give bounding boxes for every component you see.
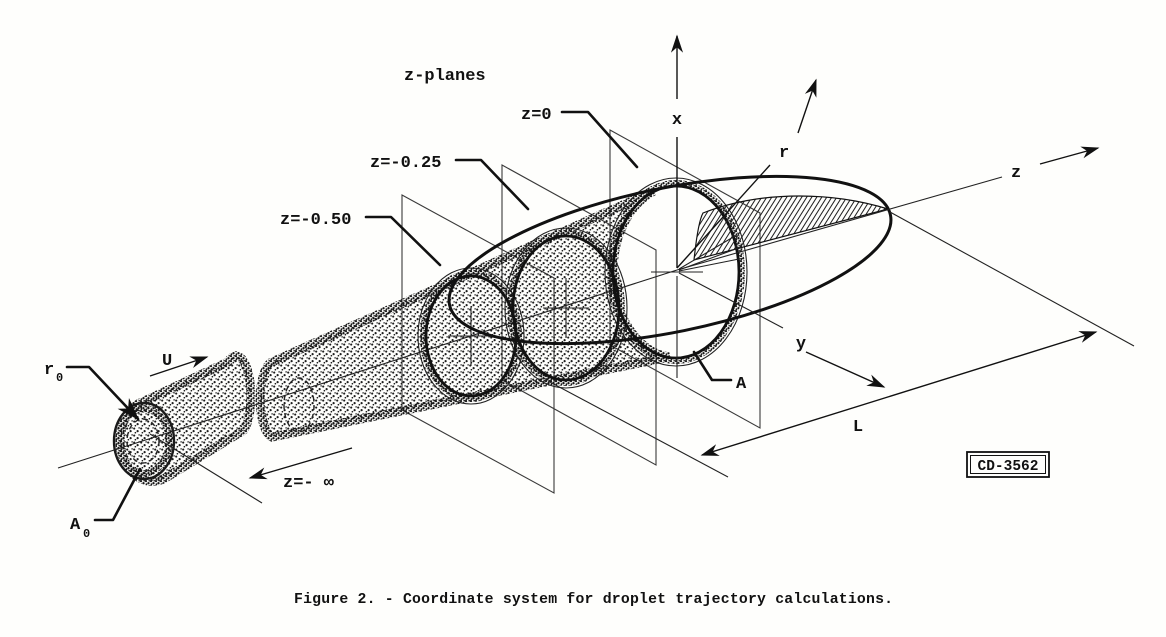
length-dimension-line <box>700 331 1098 456</box>
r0-leader <box>65 365 140 421</box>
z-axis-line <box>676 176 1003 271</box>
velocity-arrow <box>149 356 209 377</box>
z-planes-title: z-planes <box>404 67 486 86</box>
a0-leader <box>93 467 142 522</box>
z-minus-infinity-arrow <box>248 447 353 480</box>
figure-caption: Figure 2. - Coordinate system for drople… <box>294 592 893 608</box>
upstream-cylinder <box>115 351 256 486</box>
z-axis: z <box>676 146 1100 271</box>
annotations: U z=- ∞ L <box>149 211 1135 493</box>
callout-a0: A 0 <box>70 467 142 541</box>
z-axis-label: z <box>1011 164 1021 183</box>
velocity-annotation: U <box>149 352 209 377</box>
velocity-label: U <box>162 352 172 371</box>
r0-leader-extension <box>149 433 263 504</box>
r-axis-label: r <box>779 144 789 163</box>
callouts: z-planes z=0 z=-0.25 z=-0.50 A r 0 A 0 <box>44 67 747 541</box>
r-axis-lower-segment <box>676 164 771 269</box>
tube-centerline <box>57 269 678 469</box>
r0-label: r <box>44 361 54 380</box>
y-axis-label: y <box>796 335 806 354</box>
y-axis-arrow <box>805 351 886 388</box>
section-outer-line <box>417 267 525 405</box>
drawing-number-stamp: CD-3562 <box>966 451 1050 478</box>
y-axis: y <box>678 272 886 388</box>
z-minus-050-leader <box>364 215 442 267</box>
upstream-face-ring <box>115 405 173 477</box>
callout-z-minus-025: z=-0.25 <box>370 154 530 211</box>
section-ring <box>420 270 522 402</box>
length-extension-left <box>547 380 729 478</box>
callout-r0: r 0 <box>44 361 263 504</box>
z-minus-infinity-annotation: z=- ∞ <box>248 447 353 493</box>
z0-label: z=0 <box>521 106 552 125</box>
callout-z0: z=0 <box>521 106 639 169</box>
z0-leader <box>560 110 639 169</box>
section-center-cross <box>651 271 703 378</box>
stamp-text: CD-3562 <box>978 459 1039 475</box>
area-A-leader <box>692 350 733 382</box>
x-axis: x <box>670 34 684 268</box>
z-axis-arrow <box>1039 146 1100 165</box>
upstream-face-inner-dashed <box>126 418 160 464</box>
stamp-inner-box <box>970 455 1046 474</box>
length-label: L <box>853 418 863 437</box>
section-center-cross <box>448 306 494 366</box>
z-minus-050-label: z=-0.50 <box>280 211 351 230</box>
z-minus-infinity-label: z=- ∞ <box>283 474 335 493</box>
x-axis-label: x <box>672 111 682 130</box>
a0-label: A <box>70 516 81 535</box>
section-ring <box>607 180 745 364</box>
y-axis-inner-segment <box>678 272 784 329</box>
length-dimension: L <box>547 211 1135 478</box>
section-z-zero <box>604 177 748 378</box>
section-outer-line <box>504 227 628 389</box>
callout-area-A: A <box>692 350 747 394</box>
section-outer-line <box>604 177 748 367</box>
area-A-label: A <box>736 375 747 394</box>
z-minus-025-leader <box>454 158 530 211</box>
section-ring <box>507 230 625 386</box>
a0-label-subscript: 0 <box>83 527 90 541</box>
section-z-minus-050 <box>417 267 525 405</box>
stamp-outer-box <box>966 451 1050 478</box>
length-extension-right <box>889 211 1135 347</box>
r0-label-subscript: 0 <box>56 371 63 385</box>
section-center-cross <box>543 278 589 338</box>
meridian-section-hatched <box>693 195 891 261</box>
body-of-revolution <box>447 174 893 346</box>
callout-z-minus-050: z=-0.50 <box>280 211 442 267</box>
r-axis: r <box>676 78 817 269</box>
z-minus-025-label: z=-0.25 <box>370 154 441 173</box>
r-axis-arrow <box>797 78 817 134</box>
tube-end-dashed-ellipse <box>283 377 315 433</box>
cross-sections <box>417 177 748 405</box>
upstream-face-outer <box>112 401 176 481</box>
body-outline-ellipse <box>447 174 893 346</box>
